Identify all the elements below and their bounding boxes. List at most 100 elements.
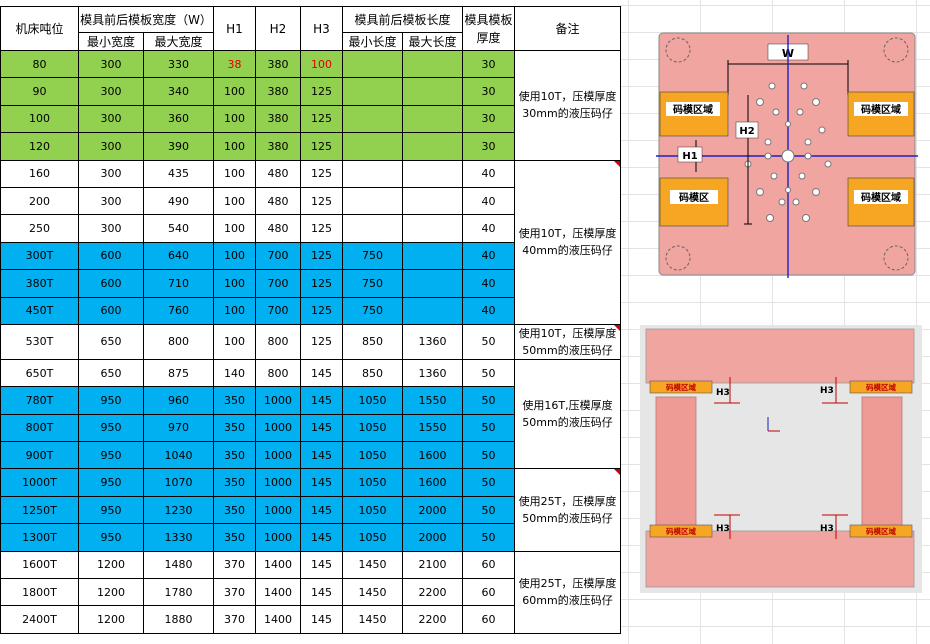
- header-remark[interactable]: 备注: [514, 6, 622, 51]
- cell-min-width[interactable]: 300: [78, 49, 144, 79]
- cell-h1[interactable]: 100: [213, 241, 256, 271]
- cell-tonnage[interactable]: 380T: [0, 269, 79, 298]
- cell-min-width[interactable]: 650: [78, 358, 144, 388]
- cell-thickness[interactable]: 40: [462, 159, 516, 188]
- cell-max-length[interactable]: 1360: [401, 323, 464, 360]
- cell-h3[interactable]: 125: [300, 104, 343, 134]
- cell-max-width[interactable]: 875: [143, 358, 214, 388]
- cell-h1[interactable]: 350: [213, 441, 256, 470]
- cell-h2[interactable]: 1400: [255, 578, 301, 607]
- cell-min-length[interactable]: [342, 77, 403, 106]
- cell-min-length[interactable]: [342, 132, 403, 161]
- cell-min-length[interactable]: [342, 214, 403, 243]
- cell-h2[interactable]: 1000: [255, 413, 301, 443]
- cell-thickness[interactable]: 50: [462, 495, 516, 525]
- cell-min-width[interactable]: 950: [78, 523, 144, 552]
- cell-max-width[interactable]: 760: [143, 296, 214, 325]
- cell-max-width[interactable]: 1330: [143, 523, 214, 552]
- cell-min-width[interactable]: 950: [78, 495, 144, 525]
- cell-max-width[interactable]: 970: [143, 413, 214, 443]
- cell-h2[interactable]: 1000: [255, 495, 301, 525]
- cell-h1[interactable]: 350: [213, 523, 256, 552]
- cell-max-width[interactable]: 1070: [143, 468, 214, 497]
- cell-min-width[interactable]: 1200: [78, 605, 144, 634]
- cell-min-length[interactable]: [342, 186, 403, 216]
- cell-h2[interactable]: 380: [255, 49, 301, 79]
- cell-min-width[interactable]: 300: [78, 104, 144, 134]
- header-h1[interactable]: H1: [213, 6, 256, 51]
- header-press-tonnage[interactable]: 机床吨位: [0, 6, 79, 51]
- cell-min-length[interactable]: 750: [342, 296, 403, 325]
- cell-h1[interactable]: 100: [213, 132, 256, 161]
- cell-h1[interactable]: 100: [213, 296, 256, 325]
- cell-h3[interactable]: 100: [300, 49, 343, 79]
- cell-max-length[interactable]: 2200: [401, 578, 464, 607]
- cell-h2[interactable]: 380: [255, 77, 301, 106]
- cell-min-width[interactable]: 600: [78, 241, 144, 271]
- cell-min-width[interactable]: 600: [78, 269, 144, 298]
- cell-h2[interactable]: 700: [255, 241, 301, 271]
- cell-max-length[interactable]: [401, 49, 464, 79]
- cell-min-width[interactable]: 300: [78, 186, 144, 216]
- cell-h2[interactable]: 800: [255, 323, 301, 360]
- cell-h3[interactable]: 145: [300, 413, 343, 443]
- cell-max-length[interactable]: [401, 77, 464, 106]
- cell-h3[interactable]: 125: [300, 296, 343, 325]
- header-min-width[interactable]: 最小宽度: [78, 32, 144, 51]
- cell-max-length[interactable]: 1360: [401, 358, 464, 388]
- cell-h1[interactable]: 100: [213, 214, 256, 243]
- cell-min-width[interactable]: 300: [78, 159, 144, 188]
- cell-h3[interactable]: 125: [300, 269, 343, 298]
- cell-thickness[interactable]: 60: [462, 578, 516, 607]
- header-length-group[interactable]: 模具前后模板长度: [341, 6, 464, 33]
- cell-max-length[interactable]: 2200: [401, 605, 464, 634]
- cell-tonnage[interactable]: 1600T: [0, 550, 79, 580]
- cell-thickness[interactable]: 40: [462, 241, 516, 271]
- cell-h2[interactable]: 480: [255, 159, 301, 188]
- cell-tonnage[interactable]: 530T: [0, 323, 79, 360]
- cell-max-width[interactable]: 1480: [143, 550, 214, 580]
- cell-min-width[interactable]: 950: [78, 468, 144, 497]
- cell-remark[interactable]: 使用10T，压模厚度50mm的液压码仔: [514, 323, 622, 360]
- cell-thickness[interactable]: 40: [462, 296, 516, 325]
- header-max-width[interactable]: 最大宽度: [143, 32, 214, 51]
- cell-min-length[interactable]: 750: [342, 241, 403, 271]
- cell-thickness[interactable]: 40: [462, 186, 516, 216]
- cell-max-width[interactable]: 360: [143, 104, 214, 134]
- cell-thickness[interactable]: 50: [462, 358, 516, 388]
- cell-min-width[interactable]: 300: [78, 77, 144, 106]
- cell-tonnage[interactable]: 80: [0, 49, 79, 79]
- cell-h1[interactable]: 100: [213, 323, 256, 360]
- cell-min-length[interactable]: 1050: [342, 523, 403, 552]
- cell-max-width[interactable]: 1040: [143, 441, 214, 470]
- cell-thickness[interactable]: 50: [462, 441, 516, 470]
- cell-max-length[interactable]: 1550: [401, 386, 464, 415]
- cell-max-width[interactable]: 960: [143, 386, 214, 415]
- cell-min-width[interactable]: 300: [78, 132, 144, 161]
- cell-min-length[interactable]: [342, 49, 403, 79]
- cell-max-width[interactable]: 710: [143, 269, 214, 298]
- cell-tonnage[interactable]: 2400T: [0, 605, 79, 634]
- cell-thickness[interactable]: 40: [462, 214, 516, 243]
- cell-h2[interactable]: 800: [255, 358, 301, 388]
- cell-min-width[interactable]: 650: [78, 323, 144, 360]
- cell-max-width[interactable]: 800: [143, 323, 214, 360]
- cell-tonnage[interactable]: 250: [0, 214, 79, 243]
- cell-h2[interactable]: 1000: [255, 523, 301, 552]
- cell-h3[interactable]: 125: [300, 132, 343, 161]
- cell-h2[interactable]: 1000: [255, 441, 301, 470]
- cell-h3[interactable]: 145: [300, 358, 343, 388]
- header-min-length[interactable]: 最小长度: [342, 32, 403, 51]
- cell-h2[interactable]: 1000: [255, 386, 301, 415]
- cell-tonnage[interactable]: 1800T: [0, 578, 79, 607]
- cell-h1[interactable]: 100: [213, 269, 256, 298]
- cell-max-length[interactable]: 2000: [401, 495, 464, 525]
- cell-h2[interactable]: 380: [255, 132, 301, 161]
- cell-h3[interactable]: 145: [300, 578, 343, 607]
- cell-tonnage[interactable]: 90: [0, 77, 79, 106]
- cell-max-width[interactable]: 1780: [143, 578, 214, 607]
- cell-thickness[interactable]: 60: [462, 605, 516, 634]
- cell-max-width[interactable]: 330: [143, 49, 214, 79]
- header-h2[interactable]: H2: [255, 6, 301, 51]
- cell-h3[interactable]: 125: [300, 241, 343, 271]
